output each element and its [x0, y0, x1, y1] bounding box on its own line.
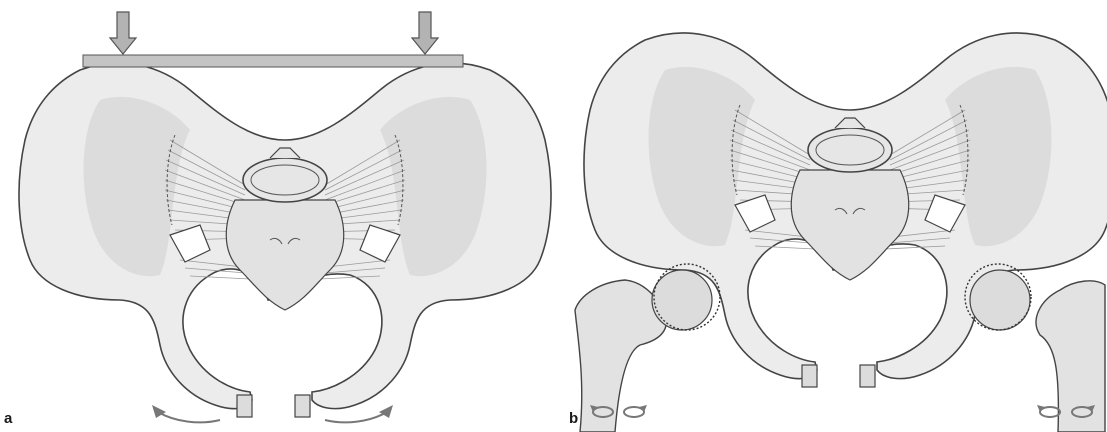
- panel-a: [19, 12, 551, 422]
- down-arrow-left-icon: [110, 12, 136, 54]
- opening-arrow-left-icon: [152, 405, 220, 422]
- panel-label-b: b: [569, 410, 578, 427]
- down-arrow-right-icon: [412, 12, 438, 54]
- rotation-arrow-left-2-icon: [624, 405, 647, 417]
- panel-b: [575, 33, 1107, 432]
- panel-label-a: a: [4, 410, 12, 427]
- compression-bar: [83, 55, 463, 67]
- pelvis-a: [19, 63, 551, 417]
- rotation-arrow-right-1-icon: [1037, 405, 1060, 417]
